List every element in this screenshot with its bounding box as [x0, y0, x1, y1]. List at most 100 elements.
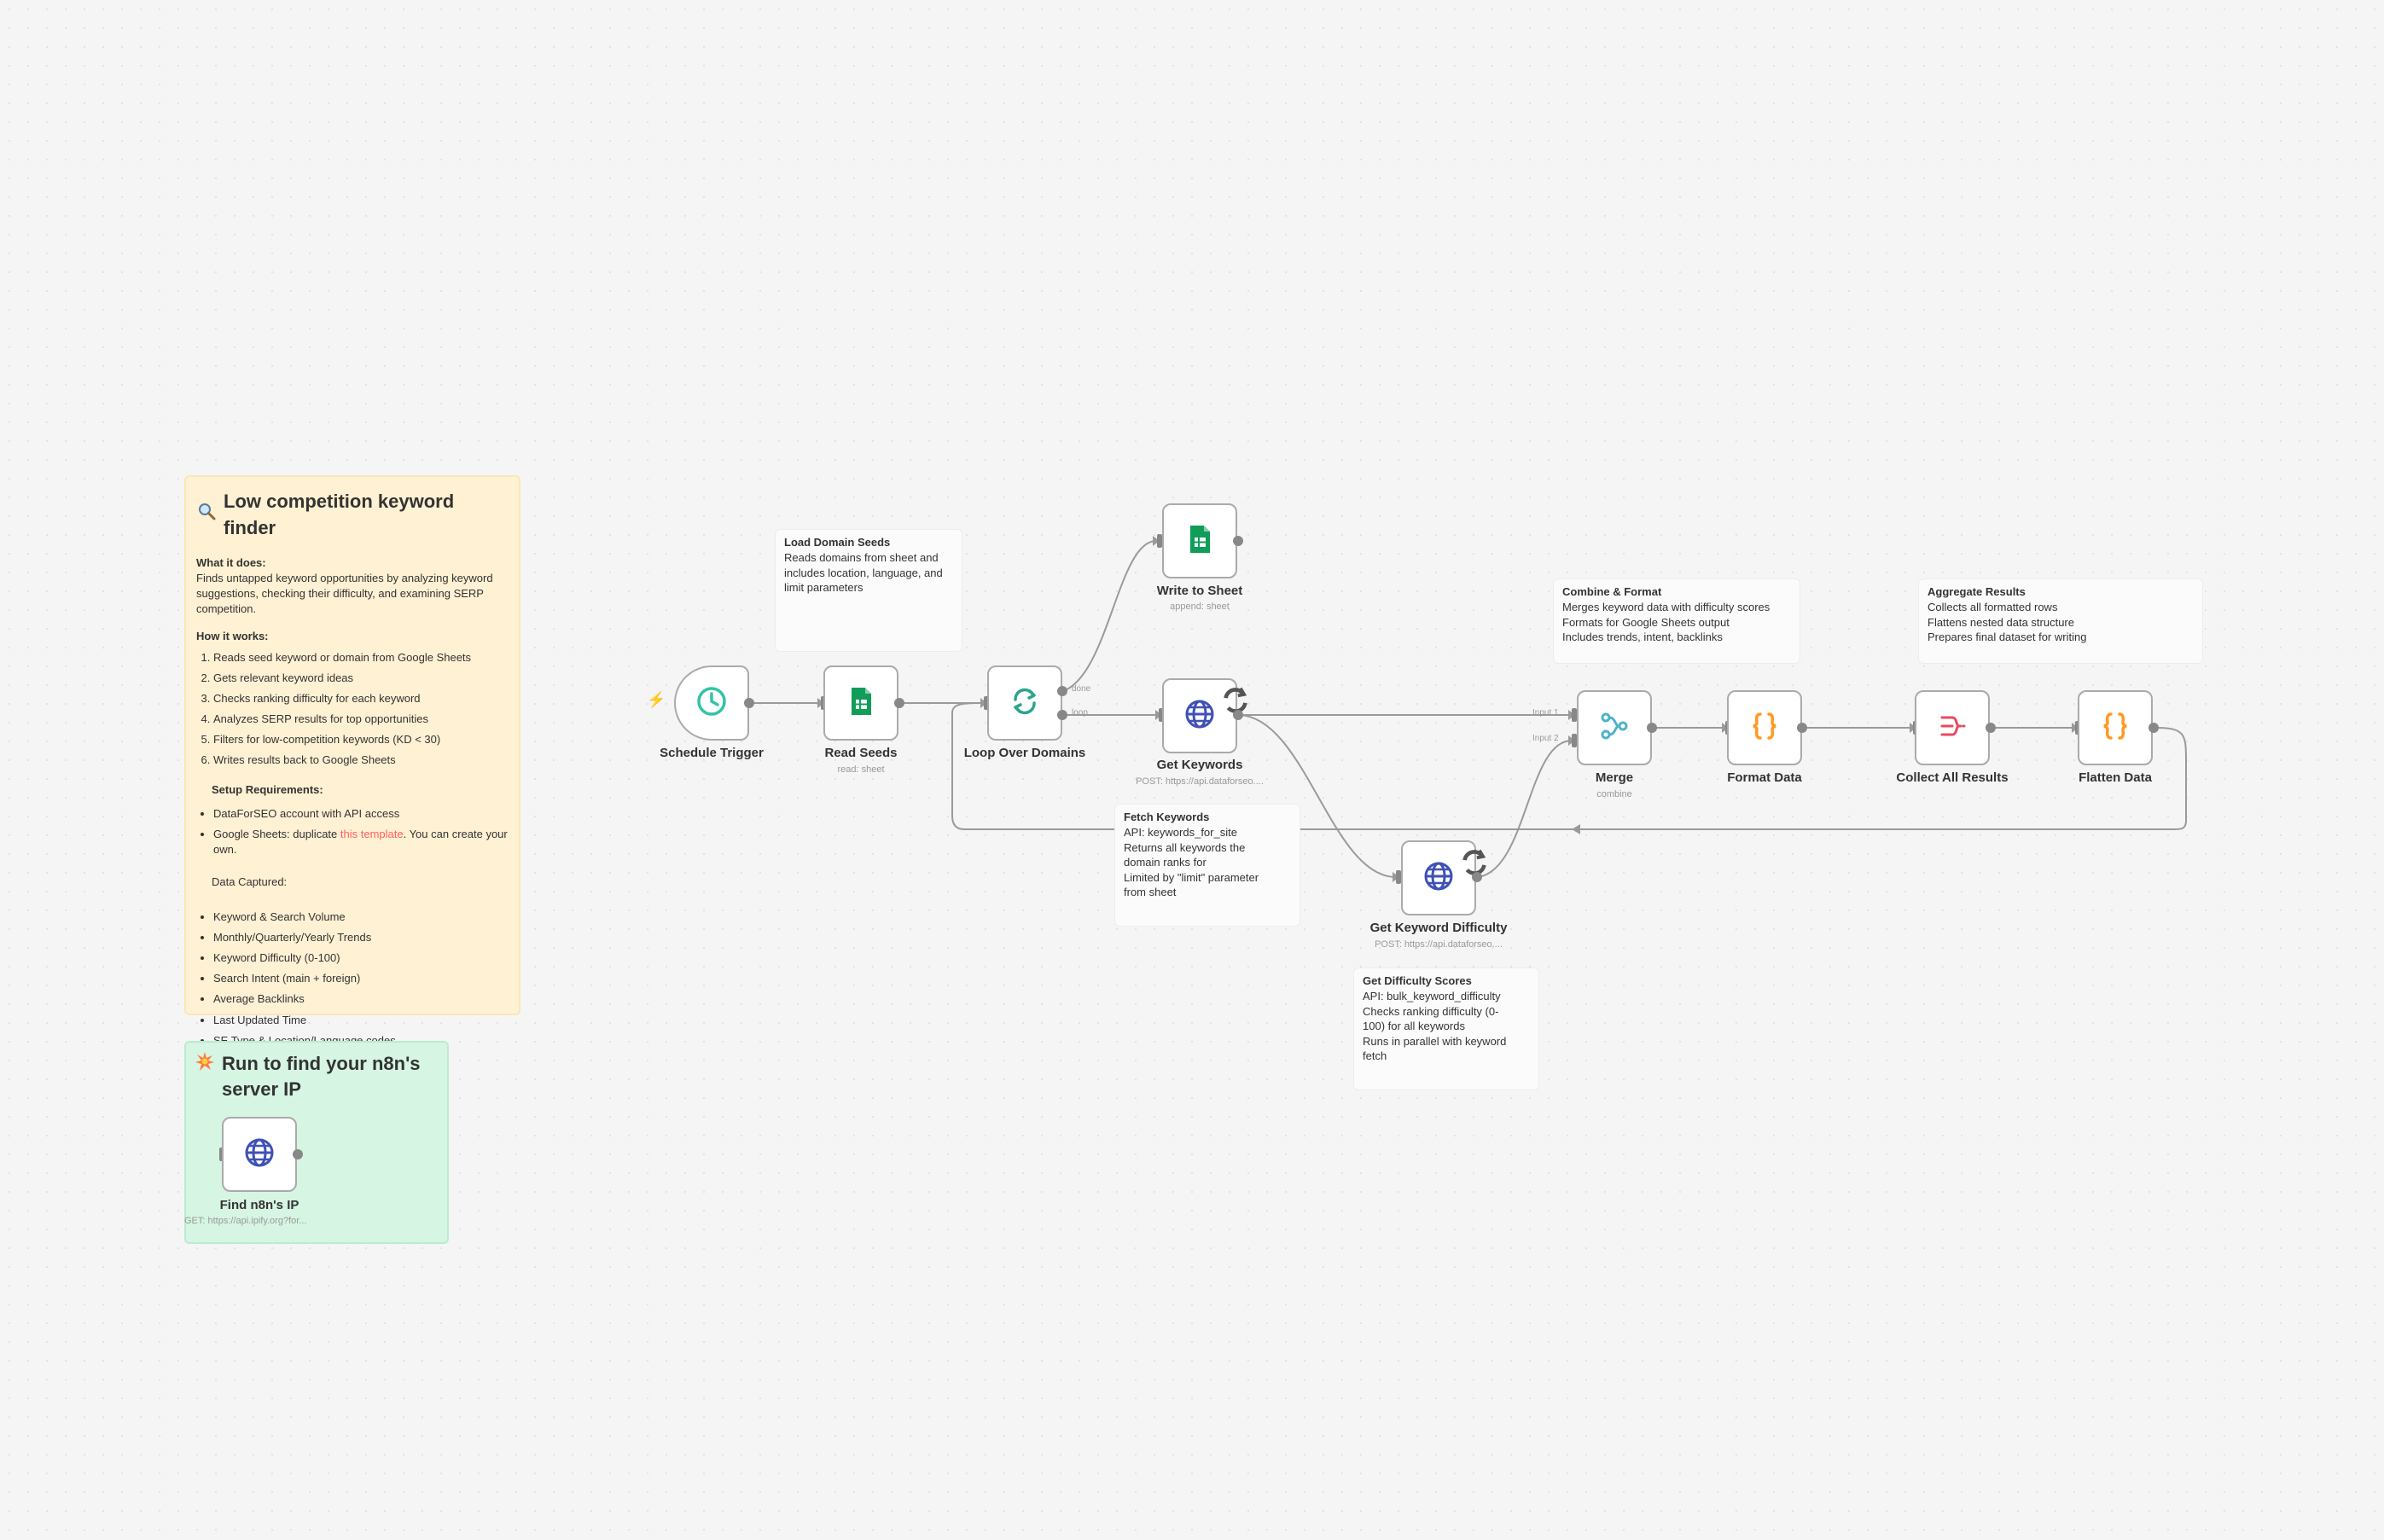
node-subtitle: POST: https://api.dataforseo.... — [1136, 776, 1264, 787]
list-item: Monthly/Quarterly/Yearly Trends — [213, 930, 509, 945]
main-sticky-note[interactable]: Low competition keyword finder What it d… — [184, 475, 520, 1047]
list-item: Google Sheets: duplicate this template. … — [213, 827, 509, 857]
node-merge[interactable] — [1577, 690, 1652, 765]
ip-note-title: Run to find your n8n's server IP — [195, 1051, 439, 1101]
data-heading: Data Captured: — [212, 875, 288, 889]
output-port[interactable] — [1233, 536, 1243, 546]
collision-icon — [195, 1051, 215, 1101]
node-collect-all-results[interactable] — [1915, 690, 1990, 765]
list-item: Checks ranking difficulty for each keywo… — [213, 691, 509, 706]
node-flatten-data[interactable] — [2078, 690, 2153, 765]
input-port-2[interactable] — [1572, 734, 1577, 747]
data-list: Keyword & Search Volume Monthly/Quarterl… — [196, 909, 509, 1049]
aggregate-icon — [1935, 709, 1969, 747]
list-item: Keyword Difficulty (0-100) — [213, 950, 509, 966]
list-item: Keyword & Search Volume — [213, 909, 509, 925]
globe-icon — [242, 1136, 276, 1174]
output-port[interactable] — [1986, 723, 1996, 733]
magnifier-icon — [196, 501, 217, 529]
globe-icon — [1183, 697, 1217, 735]
main-note-title: Low competition keyword finder — [196, 489, 509, 542]
node-subtitle: combine — [1596, 789, 1632, 799]
list-item: Last Updated Time — [213, 1013, 509, 1028]
globe-icon — [1422, 859, 1456, 898]
note-combine-format[interactable]: Combine & Format Merges keyword data wit… — [1553, 578, 1800, 664]
loop-icon — [1008, 684, 1042, 723]
google-sheets-icon — [844, 684, 878, 723]
node-label: Format Data — [1727, 770, 1802, 785]
node-label: Loop Over Domains — [963, 746, 1086, 760]
edge-label-input2: Input 2 — [1532, 734, 1559, 743]
input-port[interactable] — [1157, 534, 1162, 548]
input-port-1[interactable] — [1572, 708, 1577, 722]
node-find-n8n-ip[interactable] — [222, 1117, 297, 1192]
output-port[interactable] — [1472, 872, 1482, 882]
input-port[interactable] — [1159, 708, 1164, 722]
node-get-keywords[interactable] — [1162, 678, 1247, 753]
node-read-seeds[interactable] — [823, 665, 898, 741]
output-port[interactable] — [2149, 723, 2159, 733]
node-label: Collect All Results — [1896, 770, 2009, 785]
output-port[interactable] — [1797, 723, 1807, 733]
arrow-loopback — [1572, 824, 1580, 834]
steps-list: Reads seed keyword or domain from Google… — [196, 650, 509, 769]
output-port-done[interactable] — [1057, 686, 1067, 696]
node-format-data[interactable] — [1727, 690, 1802, 765]
node-get-keyword-difficulty[interactable] — [1401, 840, 1486, 915]
node-label: Schedule Trigger — [660, 746, 764, 760]
node-label: Write to Sheet — [1156, 584, 1243, 598]
list-item: Search Intent (main + foreign) — [213, 971, 509, 986]
node-schedule-trigger[interactable] — [674, 665, 749, 741]
list-item: Average Backlinks — [213, 991, 509, 1007]
node-label: Merge — [1595, 770, 1634, 785]
node-label: Get Keyword Difficulty — [1369, 921, 1508, 935]
refresh-badge-icon — [1457, 846, 1486, 875]
note-aggregate-results[interactable]: Aggregate Results Collects all formatted… — [1918, 578, 2203, 664]
output-port[interactable] — [894, 698, 904, 708]
note-fetch-keywords[interactable]: Fetch Keywords API: keywords_for_site Re… — [1114, 804, 1300, 927]
note-get-difficulty-scores[interactable]: Get Difficulty Scores API: bulk_keyword_… — [1353, 968, 1539, 1090]
edge-diff-merge — [1477, 740, 1573, 878]
node-loop-over-domains[interactable] — [987, 665, 1062, 741]
node-subtitle: GET: https://api.ipify.org?for... — [184, 1216, 307, 1226]
input-port[interactable] — [1396, 870, 1401, 884]
node-label: Flatten Data — [2079, 770, 2152, 785]
edge-label-input1: Input 1 — [1532, 708, 1559, 718]
google-sheets-icon — [1183, 522, 1217, 561]
code-braces-icon — [1747, 709, 1782, 747]
code-braces-icon — [2098, 709, 2132, 747]
edge-label-done: done — [1072, 684, 1091, 694]
output-port-loop[interactable] — [1057, 710, 1067, 720]
list-item: Filters for low-competition keywords (KD… — [213, 732, 509, 747]
node-subtitle: read: sheet — [837, 764, 885, 775]
clock-icon — [695, 684, 729, 723]
output-port[interactable] — [293, 1149, 303, 1159]
edge-label-loop: loop — [1072, 708, 1088, 718]
list-item: Reads seed keyword or domain from Google… — [213, 650, 509, 665]
edge-loop-write — [1062, 540, 1157, 692]
output-port[interactable] — [744, 698, 754, 708]
input-port[interactable] — [984, 696, 989, 710]
note-load-domain-seeds[interactable]: Load Domain Seeds Reads domains from she… — [775, 529, 962, 652]
setup-list: DataForSEO account with API access Googl… — [196, 806, 509, 858]
how-heading: How it works: — [196, 630, 269, 643]
list-item: Analyzes SERP results for top opportunit… — [213, 712, 509, 727]
list-item: Gets relevant keyword ideas — [213, 671, 509, 686]
node-subtitle: POST: https://api.dataforseo.... — [1375, 939, 1503, 950]
node-write-to-sheet[interactable] — [1162, 503, 1237, 578]
setup-heading: Setup Requirements: — [212, 782, 323, 796]
node-label: Find n8n's IP — [219, 1198, 299, 1212]
node-subtitle: append: sheet — [1170, 601, 1230, 612]
trigger-bolt-icon[interactable]: ⚡ — [647, 691, 666, 708]
merge-icon — [1597, 709, 1631, 747]
what-body: Finds untapped keyword opportunities by … — [196, 571, 493, 616]
node-label: Get Keywords — [1156, 758, 1243, 772]
output-port[interactable] — [1233, 710, 1243, 720]
node-label: Read Seeds — [824, 746, 898, 760]
output-port[interactable] — [1647, 723, 1657, 733]
refresh-badge-icon — [1218, 683, 1247, 713]
list-item: DataForSEO account with API access — [213, 806, 509, 822]
template-link[interactable]: this template — [340, 828, 404, 841]
what-heading: What it does: — [196, 555, 266, 569]
